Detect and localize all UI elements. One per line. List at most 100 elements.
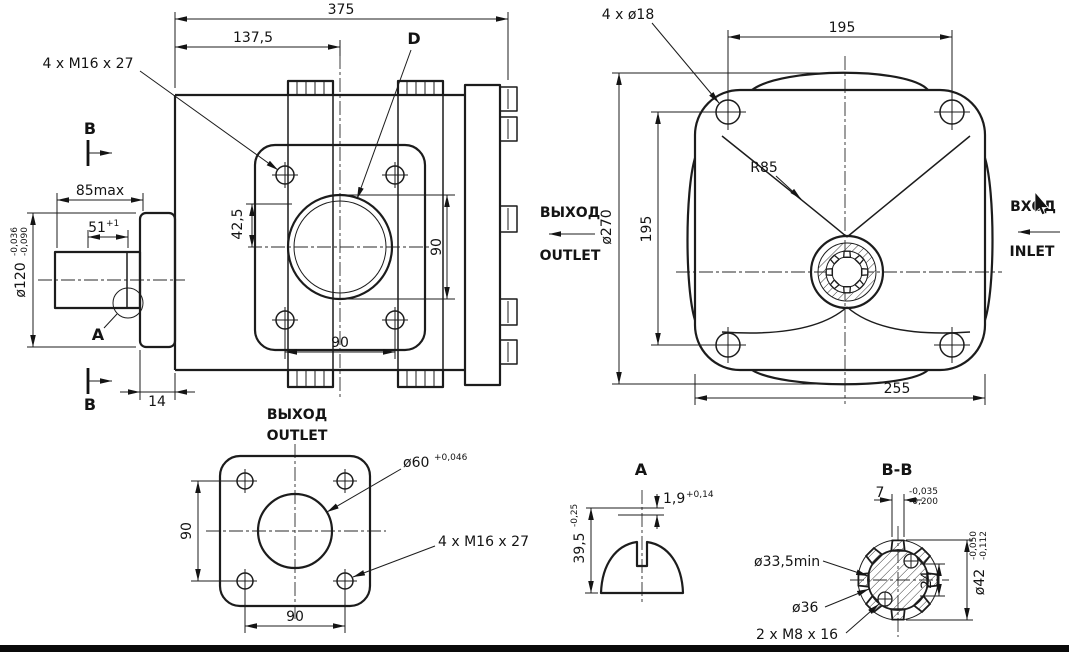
corner-bolt-hole [939,99,965,125]
flat-width-tol-lower: -0,200 [909,497,938,507]
inlet-en-label: INLET [1010,244,1055,260]
section-b-markers: B B [84,119,112,414]
spline-dia-label: ø36 [792,600,818,616]
port-offset-label: 42,5 [230,208,246,239]
front-view: 4 x ø18 R85 195 195 ø270 255 ВХОД [599,7,1060,405]
dim-across-flats: 24 [919,563,945,597]
dim-bolt-spacing: 90 [284,330,396,359]
dim-body-width: 255 [694,374,986,405]
dim-section-a-slot: 1,9 +0,14 [654,490,714,529]
detail-a-leader [103,313,118,329]
corner-hole-spec-label: 4 x ø18 [602,7,654,23]
mouse-cursor [1034,190,1050,216]
corner-hole-callout: 4 x ø18 [602,7,720,104]
flange-bore-callout: ø60 +0,046 [326,453,468,513]
shaft-dia-label: ø42 [972,569,988,595]
flange-bore [256,492,334,570]
flange-bore-tol-label: +0,046 [434,453,468,463]
dim-bolt-spacing-v: 195 [639,111,713,346]
outlet-en-label: OUTLET [540,248,601,264]
bolt-spacing-h-label: 195 [829,20,856,36]
section-bb-title: B-B [881,460,912,479]
spline-min-dia-label: ø33,5min [754,554,820,570]
side-view-centerlines [38,55,432,398]
mount-bolt-callout: 4 x M16 x 27 [43,56,279,171]
dim-shaft-length-max: 85max [56,183,144,248]
dim-flange-offset: 137,5 [175,30,341,56]
flange-centerlines [206,444,386,620]
dim-overall-length: 375 [174,2,509,88]
sheet-frame-bottom [0,645,1069,652]
spline-min-dia-callout: ø33,5min [754,554,869,577]
pilot-dia-tol-upper: -0,036 [10,227,20,256]
dim-section-a-height: 39,5 -0,25 [570,504,594,593]
thread-spec-label: 2 x M8 x 16 [756,627,838,643]
flange-bolt-callout: 4 x M16 x 27 [352,534,529,578]
flange-title-en: OUTLET [267,428,328,444]
front-view-spline-hub [809,234,885,310]
side-view-body [173,79,518,389]
flange-bore-label: ø60 [403,455,429,471]
thread-spec-callout: 2 x M8 x 16 [756,603,880,643]
bolt-spacing-v-label: 195 [639,216,655,243]
section-a-height-tol: -0,25 [570,504,580,527]
port-bolt-blocks [500,86,518,365]
detail-a-label: A [92,325,105,344]
flange-outline [218,454,372,608]
section-a-profile [599,540,685,595]
section-a-height-label: 39,5 [572,532,588,563]
bolt-spacing-label: 90 [331,335,349,351]
bore-dia-label: 90 [429,238,445,256]
section-a-slot-tol: +0,14 [686,490,714,500]
flange-spacing-v-label: 90 [179,522,195,540]
corner-bolt-hole [715,99,741,125]
section-bb-view: B-B 7 -0,035 -0,200 ø33 [754,460,989,643]
section-a-view: A 39,5 -0,25 1,9 +0,14 [570,460,714,604]
section-b-top-label: B [84,119,96,138]
front-view-outline [686,71,994,386]
shaft-step-tol-label: +1 [106,219,119,229]
outlet-flow-callout: ВЫХОД OUTLET [540,205,601,264]
section-a-title: A [635,460,648,479]
dim-flange-spacing-h: 90 [244,590,346,633]
flange-hole-ticks [233,469,357,593]
dim-body-dia: ø270 [599,72,833,385]
body-radius-callout: R85 [750,160,802,200]
port-mark-d: D [356,29,421,200]
side-view: 375 137,5 D 4 x M16 x 27 B B 85max [10,2,601,414]
dim-pilot-dia: ø120 -0,036 -0,090 [10,212,136,348]
dim-bore-dia: 90 [344,194,455,300]
dim-shaft-step: 51 +1 [87,219,129,248]
flange-spacing-h-label: 90 [286,609,304,625]
dim-flange-spacing-v: 90 [179,480,236,582]
boss-center-ticks [710,94,970,363]
port-mark-label: D [407,29,420,48]
body-radius-label: R85 [750,160,778,176]
outlet-ru-label: ВЫХОД [540,205,600,221]
flange-bolt-spec-label: 4 x M16 x 27 [438,534,529,550]
flat-width-tol-upper: -0,035 [909,487,938,497]
flange-title-ru: ВЫХОД [267,407,327,423]
section-b-bottom-label: B [84,395,96,414]
shaft-dia-tol-lower: -0,112 [979,531,989,560]
pilot-dia-label: ø120 [13,262,29,297]
shaft-length-max-label: 85max [76,183,124,199]
pilot-dia-tol-lower: -0,090 [20,227,30,256]
dim-step-width: 14 [120,350,195,410]
inlet-ru-label: ВХОД [1010,199,1056,215]
flat-width-label: 7 [876,485,885,501]
detail-a-circle [112,287,144,319]
section-a-slot-label: 1,9 [663,491,685,507]
body-width-label: 255 [884,381,911,397]
dim-bolt-spacing-h: 195 [727,20,953,97]
across-flats-label: 24 [919,571,935,589]
flange-offset-label: 137,5 [233,30,273,46]
shaft-dia-tol-upper: -0,050 [969,531,979,560]
dim-port-offset: 42,5 [230,203,292,247]
dim-flat-width: 7 -0,035 -0,200 [874,485,938,537]
mount-bolt-spec-label: 4 x M16 x 27 [43,56,134,72]
overall-length-label: 375 [328,2,355,18]
spline-dia-callout: ø36 [792,588,870,616]
